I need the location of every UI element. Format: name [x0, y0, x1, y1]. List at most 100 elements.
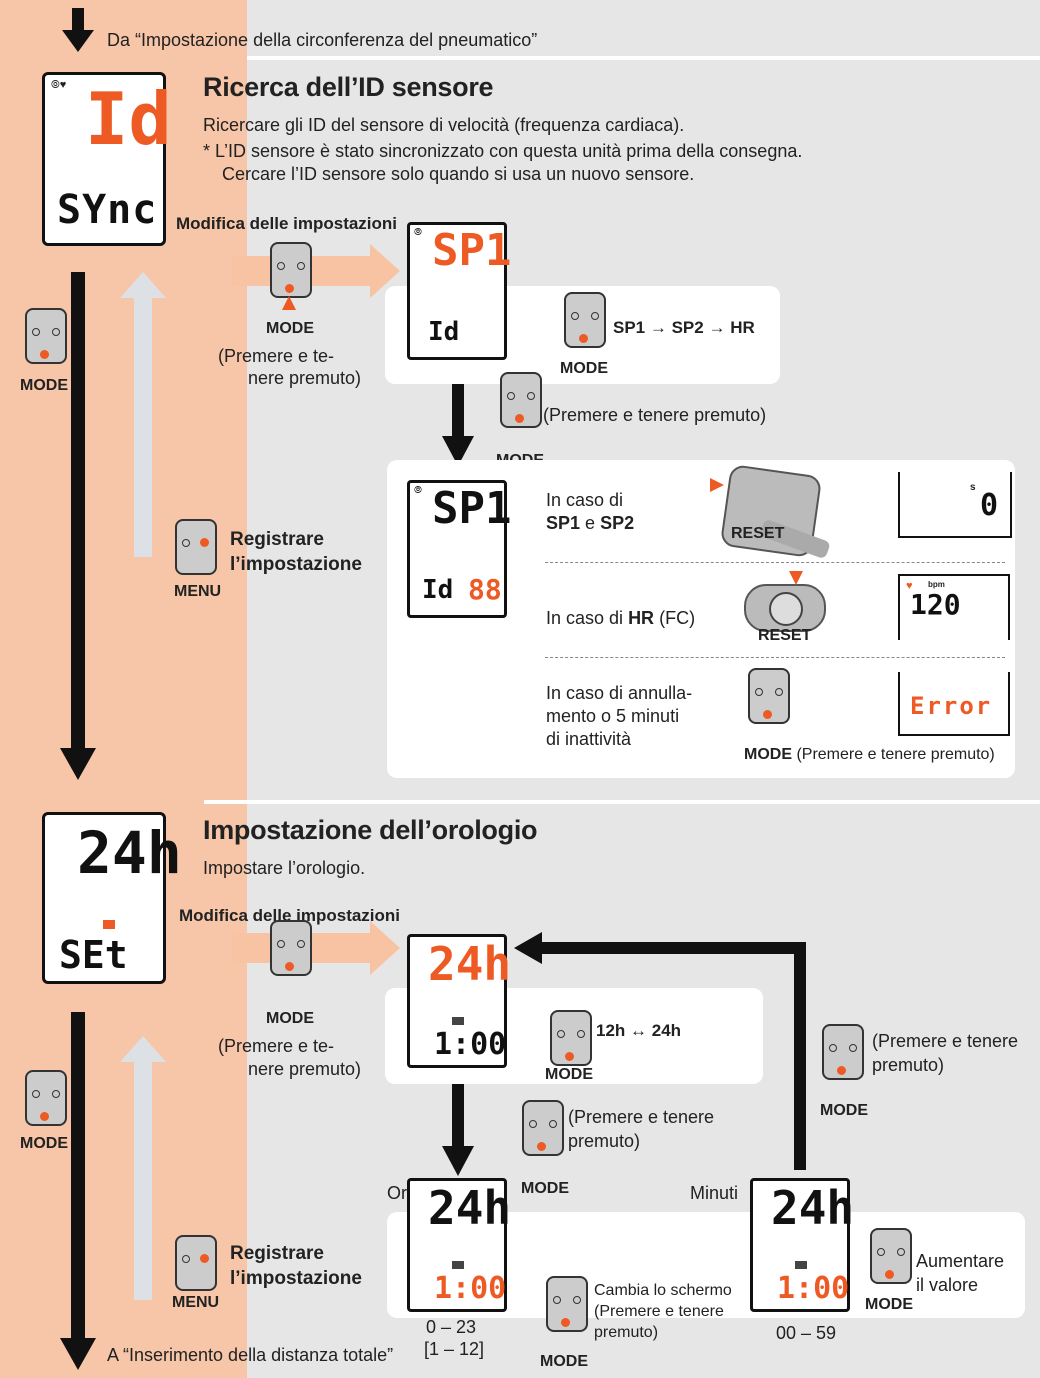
press-hold-line-2: nere premuto)	[248, 1059, 362, 1079]
mode-label: MODE	[545, 1066, 593, 1083]
lcd-unit: bpm	[928, 580, 945, 589]
section-title-clock: Impostazione dell’orologio	[203, 815, 538, 845]
increase-line-2: il valore	[916, 1275, 979, 1295]
cycle-hr: HR	[730, 318, 755, 337]
sensor-heart-icon: ⦾♥	[51, 79, 67, 91]
cycle-sp2: SP2	[671, 318, 704, 337]
mode-button-icon	[500, 372, 542, 428]
lcd-bottom-text: Id	[428, 317, 460, 347]
minute-label: Minuti	[690, 1183, 739, 1203]
mode-label: MODE	[540, 1353, 588, 1370]
lcd-id-value: 88	[468, 573, 502, 606]
case3-line-1: In caso di annulla-	[546, 683, 693, 703]
case1-sp2: SP2	[600, 513, 635, 533]
lcd-bottom-text: Id	[422, 575, 454, 605]
mode-button-icon	[564, 292, 606, 348]
press-hold-line-1: (Premere e tenere	[872, 1031, 1019, 1051]
section-title-id: Ricerca dell’ID sensore	[203, 72, 494, 102]
reset-label: RESET	[731, 525, 785, 542]
mode-button-icon	[748, 668, 790, 724]
mode-button-icon	[546, 1276, 588, 1332]
lcd-24h-format: 24h 1:00	[407, 934, 511, 1068]
mode-button-icon	[822, 1024, 864, 1080]
mode-button-icon	[25, 1070, 67, 1126]
mode-label: MODE	[266, 320, 314, 337]
lcd-top-text: 24h	[428, 937, 512, 991]
lcd-top-text: 24h	[771, 1181, 855, 1235]
press-hold-line-2: premuto)	[568, 1131, 641, 1151]
mode-label: MODE	[266, 1010, 314, 1027]
case1-line-2: SP1 e SP2	[546, 512, 634, 534]
case2-hr: HR	[628, 608, 655, 628]
press-arrow-icon	[789, 571, 803, 585]
heart-icon: ♥	[906, 580, 913, 592]
change-screen-note: Cambia lo schermo (Premere e tenere prem…	[594, 1280, 732, 1343]
lcd-top-text: SP1	[432, 483, 512, 534]
press-arrow-icon	[710, 478, 724, 492]
press-hold-line-2: nere premuto)	[248, 368, 362, 388]
case2-line: In caso di HR (FC)	[546, 607, 695, 629]
lcd-minute: 24h 1:00	[750, 1178, 854, 1312]
increase-line-1: Aumentare	[916, 1251, 1005, 1271]
lcd-unit: s	[970, 482, 976, 493]
case2-c: (FC)	[659, 608, 696, 628]
case3-line-2: mento o 5 minuti	[546, 706, 680, 726]
lcd-24h-set: 24h SEt	[42, 812, 182, 984]
lcd-top-text: 24h	[77, 819, 182, 887]
change-line-1: Cambia lo schermo	[594, 1282, 732, 1299]
menu-button-icon	[175, 1235, 217, 1291]
press-hold-line-1: (Premere e te-	[218, 1036, 335, 1056]
lcd-bottom-text: SYnc	[57, 187, 158, 233]
mode-button-icon	[25, 308, 67, 364]
previous-section-note: Da “Impostazione della circonferenza del…	[107, 30, 538, 50]
clock-icon	[452, 1017, 464, 1025]
lcd-time: 1:00	[777, 1271, 850, 1306]
lcd-top-text: SP1	[432, 225, 512, 276]
mode-button-icon	[550, 1010, 592, 1066]
mode-label: MODE	[521, 1180, 569, 1197]
note-line-1: * L’ID sensore è stato sincronizzato con…	[203, 141, 803, 161]
clock-icon	[103, 920, 115, 929]
reset-label: RESET	[758, 627, 812, 644]
section-divider	[204, 800, 1040, 804]
case1-line-1: In caso di	[546, 490, 624, 510]
lcd-value: 120	[910, 588, 961, 621]
lcd-sp1-search: ⦾ SP1 Id 88	[407, 480, 511, 618]
menu-label: MENU	[174, 583, 222, 600]
press-hold-line-1: (Premere e te-	[218, 346, 335, 366]
separator	[545, 657, 1005, 658]
hour-range: 0 – 23	[426, 1317, 477, 1337]
press-arrow-icon	[282, 296, 296, 310]
change-line-2: (Premere e tenere	[594, 1303, 724, 1320]
cycle-sp1: SP1	[613, 318, 646, 337]
mode-label: MODE	[20, 1135, 68, 1152]
register-line-2: l’impostazione	[230, 1268, 362, 1289]
press-hold-note: (Premere e tenere premuto)	[543, 405, 767, 425]
mode-button-icon	[522, 1100, 564, 1156]
section-desc-clock: Impostare l’orologio.	[203, 858, 366, 878]
clock-icon	[795, 1261, 807, 1269]
section-desc-id: Ricercare gli ID del sensore di velocità…	[203, 115, 685, 135]
mode-button-icon	[270, 920, 312, 976]
mode-label: MODE	[560, 360, 608, 377]
lcd-bottom-text: SEt	[59, 933, 128, 977]
note-line-2: Cercare l’ID sensore solo quando si usa …	[222, 164, 695, 184]
separator	[545, 562, 1005, 563]
case1-sp1: SP1	[546, 513, 581, 533]
mode-button-icon	[870, 1228, 912, 1284]
lcd-time: 1:00	[434, 1027, 507, 1062]
lcd-top-text: 24h	[428, 1181, 512, 1235]
modify-settings-label: Modifica delle impostazioni	[176, 214, 398, 233]
lcd-result-error: Error	[898, 672, 1010, 736]
register-line-1: Registrare	[230, 1243, 324, 1264]
register-line-1: Registrare	[230, 529, 324, 550]
lcd-value: Error	[910, 692, 993, 720]
mode-button-icon	[270, 242, 312, 298]
clock-icon	[452, 1261, 464, 1269]
menu-label: MENU	[172, 1294, 220, 1311]
lcd-top-text: Id	[85, 77, 172, 161]
modify-settings-label: Modifica delle impostazioni	[179, 906, 401, 925]
mode-label: MODE	[744, 746, 792, 763]
lcd-result-hr: ♥ bpm 120	[898, 574, 1010, 640]
menu-button-icon	[175, 519, 217, 575]
